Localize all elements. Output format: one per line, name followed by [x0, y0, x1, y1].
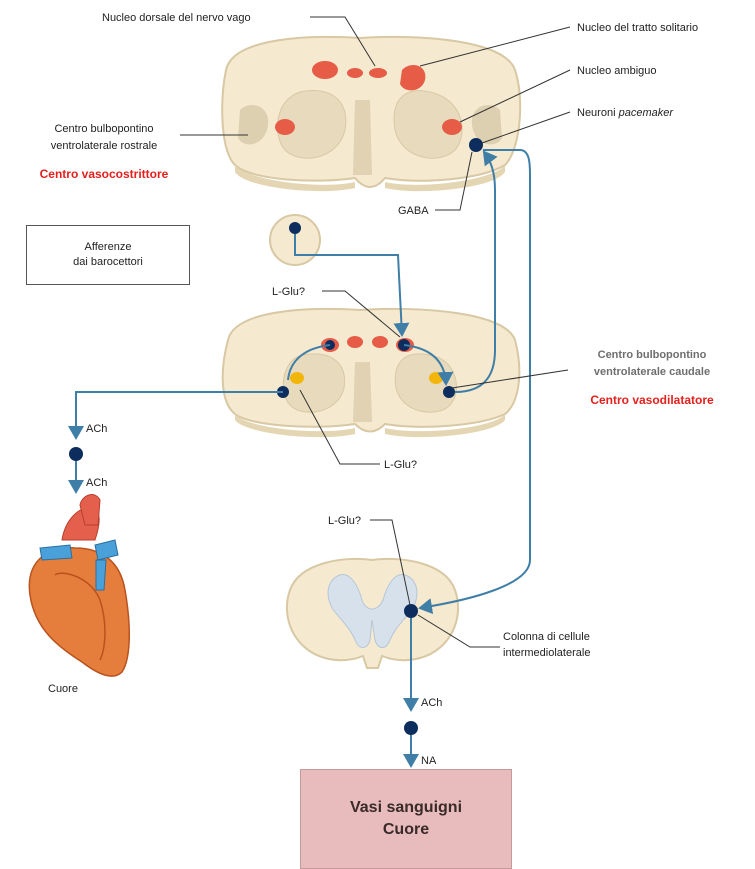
intermediolateral-neuron [404, 604, 418, 618]
label-vasodilatatore: Centro vasodilatatore [590, 393, 714, 407]
label-nucleo-ambiguo: Nucleo ambiguo [577, 65, 657, 77]
label-lglu-2: L-Glu? [384, 459, 417, 471]
label-nucleo-tratto: Nucleo del tratto solitario [577, 22, 698, 34]
target-organs-box: Vasi sanguigni Cuore [300, 769, 512, 869]
nucleus-dorsal-vagus-left [312, 61, 338, 79]
nucleus-ambiguus [442, 119, 462, 135]
label-colonna-2: intermediolaterale [503, 647, 590, 659]
middle-medulla-section [223, 309, 520, 437]
target-line-2: Cuore [383, 819, 429, 841]
label-centro-rostrale-1: Centro bulbopontino [54, 123, 153, 135]
label-vasocostrittore: Centro vasocostrittore [40, 167, 169, 181]
label-lglu-1: L-Glu? [272, 286, 305, 298]
label-cuore: Cuore [48, 683, 78, 695]
heart-illustration [29, 495, 129, 677]
vagal-ganglion-neuron [69, 447, 83, 461]
label-centro-caudale-2: ventrolaterale caudale [594, 366, 710, 378]
label-ach-2: ACh [86, 477, 107, 489]
label-centro-rostrale-2: ventrolaterale rostrale [51, 140, 157, 152]
glutamate-terminal-left [290, 372, 304, 384]
label-colonna-1: Colonna di cellule [503, 631, 590, 643]
label-nucleo-dorsale: Nucleo dorsale del nervo vago [102, 12, 251, 24]
label-ach-1: ACh [86, 423, 107, 435]
target-line-1: Vasi sanguigni [350, 797, 462, 819]
sympathetic-ganglion-neuron [404, 721, 418, 735]
label-neuroni-pacemaker: Neuroni pacemaker [577, 107, 674, 119]
label-gaba: GABA [398, 205, 429, 217]
label-lglu-3: L-Glu? [328, 515, 361, 527]
pacemaker-neuron [469, 138, 483, 152]
afferenze-line-2: dai barocettori [73, 255, 143, 270]
spinal-cord-section [287, 559, 458, 668]
afferenze-line-1: Afferenze [85, 240, 132, 255]
baroreceptor-afferents-box: Afferenze dai barocettori [26, 225, 190, 285]
label-na: NA [421, 755, 437, 767]
label-centro-caudale-1: Centro bulbopontino [598, 349, 707, 361]
label-ach-3: ACh [421, 697, 442, 709]
glutamate-terminal-right [429, 372, 443, 384]
